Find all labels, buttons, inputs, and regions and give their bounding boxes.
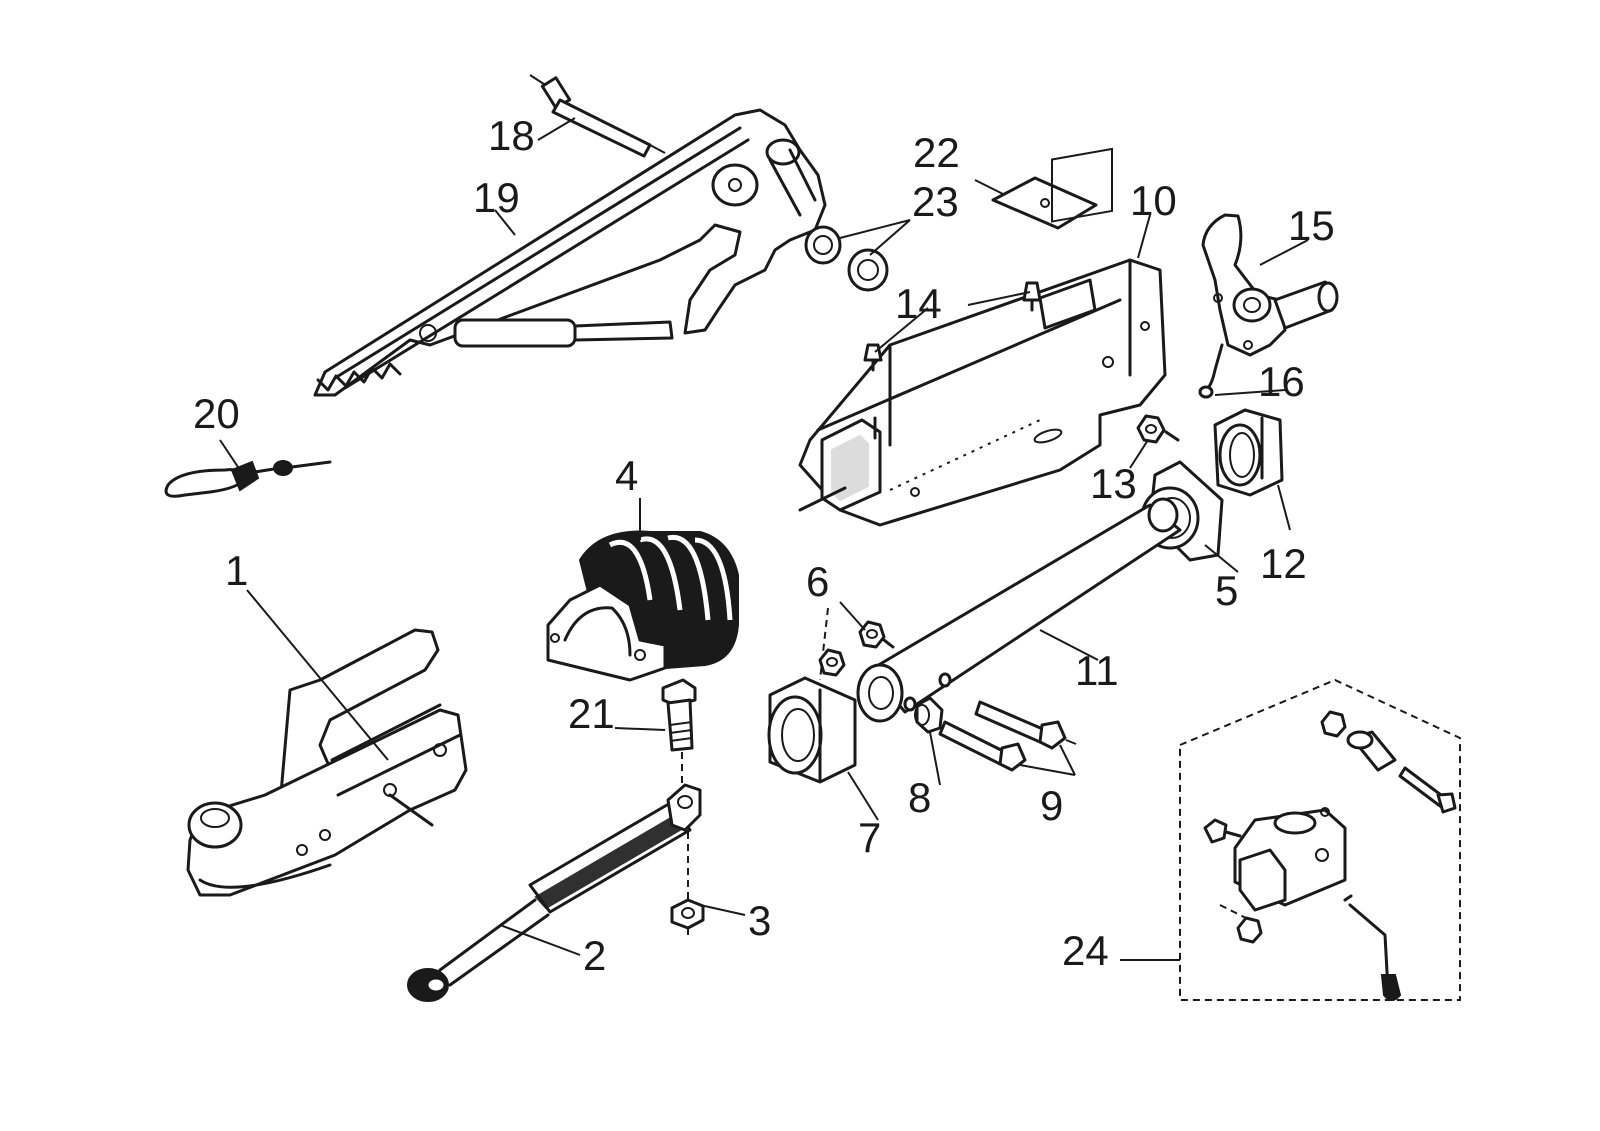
part-23-washers: [804, 225, 889, 292]
label-18: 18: [488, 112, 535, 159]
part-14-grease-nipples: [863, 281, 1042, 372]
label-14: 14: [895, 280, 942, 327]
label-12: 12: [1260, 540, 1307, 587]
leader-lines: [219, 117, 1309, 961]
part-16-clip: [1198, 343, 1224, 399]
label-22: 22: [913, 129, 960, 176]
part-9-bolts: [938, 672, 1077, 772]
part-8-spacer: [903, 696, 944, 734]
part-19-handbrake-lever: [313, 108, 827, 397]
label-9: 9: [1040, 782, 1063, 829]
part-11-drawbar-tube: [856, 497, 1182, 723]
part-1-coupling-head: [186, 628, 468, 897]
label-13: 13: [1090, 460, 1137, 507]
label-5: 5: [1215, 567, 1238, 614]
part-6-nuts: [818, 607, 895, 681]
label-24: 24: [1062, 927, 1109, 974]
part-13-nut: [1136, 414, 1180, 444]
part-18-pivot-pin: [529, 74, 666, 158]
part-20-breakaway-cable: [164, 460, 332, 498]
label-1: 1: [225, 547, 248, 594]
label-21: 21: [568, 690, 615, 737]
label-11: 11: [1075, 647, 1119, 694]
label-23: 23: [912, 178, 959, 225]
label-7: 7: [858, 814, 881, 861]
label-15: 15: [1288, 202, 1335, 249]
label-3: 3: [748, 897, 771, 944]
part-3-nut: [670, 898, 705, 930]
part-4-rubber-bellows: [546, 530, 739, 682]
part-2-shock-absorber: [407, 783, 702, 1002]
label-6: 6: [806, 558, 829, 605]
label-8: 8: [908, 774, 931, 821]
label-4: 4: [615, 452, 638, 499]
label-2: 2: [583, 932, 606, 979]
part-15-overrun-lever: [1201, 213, 1339, 357]
label-10: 10: [1130, 177, 1177, 224]
part-10-drawbar-housing: [798, 147, 1167, 527]
part-12-bush-rear: [1213, 408, 1284, 497]
part-number-labels: 1 2 3 4 5 6 7 8 9 10 11 12 13 14 15 16 1…: [193, 112, 1335, 979]
part-22-cover-plate: [991, 176, 1098, 230]
part-24-jockey-clamp-kit: [1179, 678, 1461, 1001]
label-16: 16: [1258, 358, 1305, 405]
label-19: 19: [473, 174, 520, 221]
part-7-bush-front: [767, 676, 857, 784]
label-20: 20: [193, 390, 240, 437]
part-21-bolt: [661, 678, 697, 790]
